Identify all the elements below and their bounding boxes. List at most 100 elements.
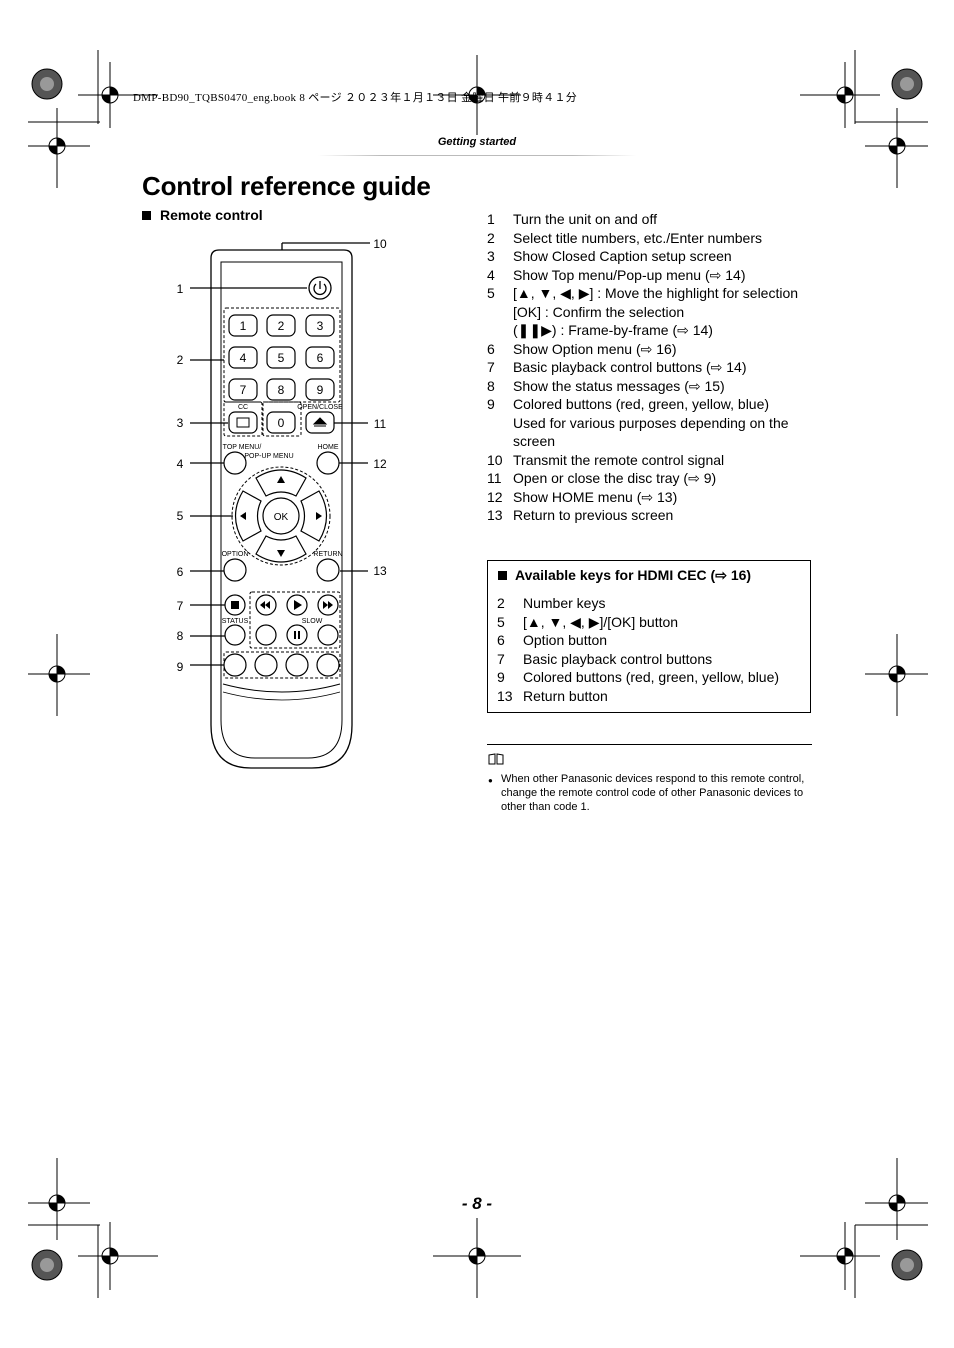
hdmi-cec-text: Colored buttons (red, green, yellow, blu… — [523, 669, 780, 685]
description-text: Show Option menu (⇨ 16) — [513, 340, 822, 359]
description-number: 5 — [487, 285, 495, 301]
section-divider — [318, 155, 636, 156]
remote-control-heading: Remote control — [142, 207, 263, 223]
description-number: 8 — [487, 377, 495, 394]
number-key-6: 6 — [317, 351, 324, 365]
top-menu-label: TOP MENU/ — [223, 444, 262, 451]
number-key-4: 4 — [240, 351, 247, 365]
callout-6: 6 — [177, 565, 184, 579]
slow-label: SLOW — [302, 618, 323, 625]
description-item: 10 Transmit the remote control signal — [487, 451, 822, 470]
description-line: [▲, ▼, ◀, ▶] : Move the highlight for se… — [513, 285, 799, 301]
description-text: Show the status messages (⇨ 15) — [513, 377, 822, 396]
description-text: Transmit the remote control signal — [513, 451, 822, 470]
description-line: Show Closed Caption setup screen — [513, 248, 732, 264]
description-item: 4 Show Top menu/Pop-up menu (⇨ 14) — [487, 266, 822, 285]
description-item: 1 Turn the unit on and off — [487, 210, 822, 229]
note-text: When other Panasonic devices respond to … — [501, 773, 805, 813]
hdmi-cec-text: [▲, ▼, ◀, ▶]/[OK] button — [523, 613, 679, 630]
hdmi-cec-title-text: Available keys for HDMI CEC (⇨ 16) — [515, 567, 752, 583]
description-line: Turn the unit on and off — [513, 211, 657, 227]
description-number: 2 — [487, 229, 495, 246]
hdmi-cec-text: Return button — [523, 687, 608, 704]
hdmi-cec-item: 13 Return button — [497, 687, 807, 706]
description-text: Turn the unit on and off — [513, 210, 822, 229]
description-line: [OK] : Confirm the selection — [513, 303, 685, 320]
description-item: 11 Open or close the disc tray (⇨ 9) — [487, 469, 822, 488]
number-key-8: 8 — [278, 383, 285, 397]
description-item: 13 Return to previous screen — [487, 506, 822, 525]
description-line: Show HOME menu (⇨ 13) — [513, 488, 678, 505]
description-text: Select title numbers, etc./Enter numbers — [513, 229, 822, 248]
description-number: 6 — [487, 340, 495, 357]
header-file-info: DMP-BD90_TQBS0470_eng.book 8 ページ ２０２３年１月… — [133, 92, 578, 104]
page-title: Control reference guide — [142, 171, 431, 201]
callout-4: 4 — [177, 457, 184, 471]
square-bullet-icon — [498, 571, 507, 580]
description-list: 1 Turn the unit on and off 2 Select title n… — [487, 210, 822, 525]
hdmi-cec-number: 9 — [497, 669, 505, 685]
square-bullet-icon — [142, 211, 151, 220]
description-item: 8 Show the status messages (⇨ 15) — [487, 377, 822, 396]
description-number: 7 — [487, 359, 495, 375]
description-number: 1 — [487, 211, 495, 227]
hdmi-cec-item: 7 Basic playback control buttons — [497, 650, 807, 669]
description-line: Transmit the remote control signal — [513, 451, 725, 468]
description-number: 4 — [487, 266, 495, 283]
description-number: 13 — [487, 507, 503, 523]
status-label: STATUS — [222, 618, 249, 625]
return-label: RETURN — [313, 551, 342, 558]
callout-leaders: 1 2 3 4 5 6 7 8 9 10 11 12 13 — [177, 237, 387, 674]
hdmi-cec-number: 13 — [497, 687, 513, 704]
cc-label: CC — [238, 404, 248, 411]
description-text: Colored buttons (red, green, yellow, blu… — [513, 395, 822, 451]
section-label: Getting started — [437, 136, 517, 148]
hdmi-cec-number: 5 — [497, 613, 505, 630]
description-item: 6 Show Option menu (⇨ 16) — [487, 340, 822, 359]
callout-13: 13 — [373, 564, 387, 578]
description-line: (❚❚▶) : Frame-by-frame (⇨ 14) — [513, 322, 713, 338]
note-divider — [487, 744, 812, 745]
hdmi-cec-item: 9 Colored buttons (red, green, yellow, bl… — [497, 668, 807, 687]
hdmi-cec-number: 7 — [497, 650, 505, 667]
home-label: HOME — [318, 444, 339, 451]
description-line: Colored buttons (red, green, yellow, blu… — [513, 396, 770, 412]
description-text: Show Closed Caption setup screen — [513, 247, 822, 266]
description-text: Show Top menu/Pop-up menu (⇨ 14) — [513, 266, 822, 285]
remote-heading-text: Remote control — [160, 207, 263, 223]
hdmi-cec-text: Basic playback control buttons — [523, 650, 713, 667]
callout-1: 1 — [177, 282, 184, 296]
ok-label: OK — [274, 512, 289, 523]
callout-8: 8 — [177, 629, 184, 643]
note-list: ●When other Panasonic devices respond to… — [488, 772, 808, 814]
number-key-7: 7 — [240, 383, 247, 397]
callout-5: 5 — [177, 509, 184, 523]
description-text: Show HOME menu (⇨ 13) — [513, 488, 822, 507]
description-item: 7 Basic playback control buttons (⇨ 14) — [487, 358, 822, 377]
hdmi-cec-title: Available keys for HDMI CEC (⇨ 16) — [498, 567, 751, 584]
remote-control-illustration: 1 2 3 4 5 6 7 8 9 0 CC OPEN/CLOSE TOP ME… — [210, 242, 370, 769]
description-text: Open or close the disc tray (⇨ 9) — [513, 469, 822, 488]
description-text: Basic playback control buttons (⇨ 14) — [513, 358, 822, 377]
book-note-icon — [488, 753, 504, 765]
open-close-label: OPEN/CLOSE — [297, 404, 343, 411]
callout-3: 3 — [177, 416, 184, 430]
callout-11: 11 — [374, 417, 387, 431]
hdmi-cec-text: Number keys — [523, 595, 606, 611]
callout-10: 10 — [373, 237, 387, 251]
description-number: 10 — [487, 451, 503, 468]
note-item: ●When other Panasonic devices respond to… — [488, 772, 808, 814]
number-key-9: 9 — [317, 383, 324, 397]
callout-2: 2 — [177, 353, 184, 367]
description-line: Return to previous screen — [513, 507, 674, 523]
callout-7: 7 — [177, 599, 184, 613]
description-item: 2 Select title numbers, etc./Enter number… — [487, 229, 822, 248]
description-number: 11 — [487, 470, 502, 486]
number-key-5: 5 — [278, 351, 285, 365]
